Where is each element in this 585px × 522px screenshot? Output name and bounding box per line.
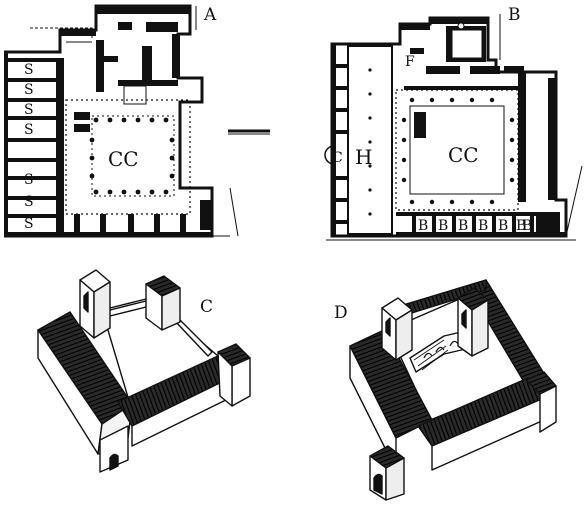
side-room-label: S xyxy=(24,82,34,98)
plan-b-bottom-room-labels: B B B B B B B xyxy=(418,218,532,234)
side-room-label: S xyxy=(24,102,34,118)
bottom-room-label: B xyxy=(522,218,532,234)
plan-b-hall-label: H xyxy=(355,145,372,169)
panel-c-letter: C xyxy=(200,297,213,317)
bottom-room-label: B xyxy=(418,218,428,234)
bottom-room-label: B xyxy=(498,218,508,234)
plan-b-entry-mark: F xyxy=(405,54,415,70)
bottom-room-label: B xyxy=(458,218,468,234)
panel-d-letter: D xyxy=(334,303,348,323)
side-room-label: S xyxy=(24,172,34,188)
plan-b-chapel-mark: C xyxy=(332,150,343,166)
side-room-label: S xyxy=(24,194,34,210)
bottom-room-label: B xyxy=(438,218,448,234)
plan-a xyxy=(4,4,270,238)
side-room-label: S xyxy=(24,62,34,78)
side-room-label: S xyxy=(24,122,34,138)
plan-b-courtyard-label: CC xyxy=(448,143,479,167)
panel-b-letter: B xyxy=(508,5,521,25)
bottom-room-label: B xyxy=(516,218,526,234)
plan-a-side-room-labels: S S S S S S S xyxy=(24,62,34,232)
panel-a-letter: A xyxy=(203,5,217,25)
plan-b xyxy=(324,14,583,241)
plan-a-courtyard-label: CC xyxy=(108,147,139,171)
side-room-label: S xyxy=(24,216,34,232)
axonometric-c xyxy=(37,269,251,473)
bottom-room-label: B xyxy=(478,218,488,234)
axonometric-d xyxy=(349,279,557,501)
